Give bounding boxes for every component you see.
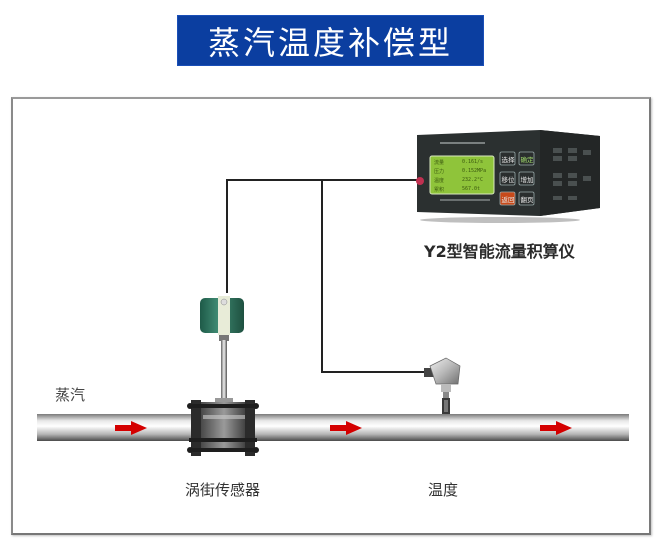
- flow-totalizer-instrument: [416, 130, 600, 216]
- screen-row-4-name: 累积: [434, 187, 445, 193]
- button-page: 翻页: [520, 196, 534, 204]
- flow-arrow-2-icon: [330, 421, 362, 435]
- screen-row-3-name: 温度: [434, 178, 445, 184]
- screen-row-2-name: 压力: [434, 169, 445, 175]
- button-select: 选择: [501, 156, 515, 164]
- temperature-sensor-icon: [424, 357, 461, 414]
- signal-wires: [226, 179, 428, 373]
- button-increase: 增加: [520, 176, 534, 184]
- instrument-label: Y2型智能流量积算仪: [424, 242, 575, 261]
- button-return: 返回: [501, 196, 515, 204]
- lcd-screen: [429, 155, 495, 195]
- button-shift: 移位: [501, 176, 515, 184]
- wire-temp-to-instrument: [321, 180, 428, 373]
- button-confirm: 确定: [520, 156, 534, 164]
- screen-row-1-value: 0.161/s: [462, 159, 484, 165]
- brand-logo-icon: [416, 177, 424, 185]
- screen-row-1-name: 流量: [434, 160, 445, 166]
- screen-row-2-value: 0.152MPa: [462, 168, 487, 174]
- temperature-label: 温度: [428, 481, 459, 499]
- flow-arrow-1-icon: [115, 421, 147, 435]
- vortex-sensor-label: 涡街传感器: [185, 481, 261, 499]
- wire-vortex-to-instrument: [226, 179, 418, 293]
- flow-arrow-3-icon: [540, 421, 572, 435]
- screen-row-4-value: 567.0t: [462, 186, 481, 192]
- page-title: 蒸汽温度补偿型: [207, 23, 453, 62]
- steam-label: 蒸汽: [55, 386, 86, 404]
- screen-row-3-value: 232.2°C: [462, 177, 484, 183]
- title-banner: 蒸汽温度补偿型: [177, 15, 484, 66]
- vortex-flowmeter-icon: [187, 296, 259, 456]
